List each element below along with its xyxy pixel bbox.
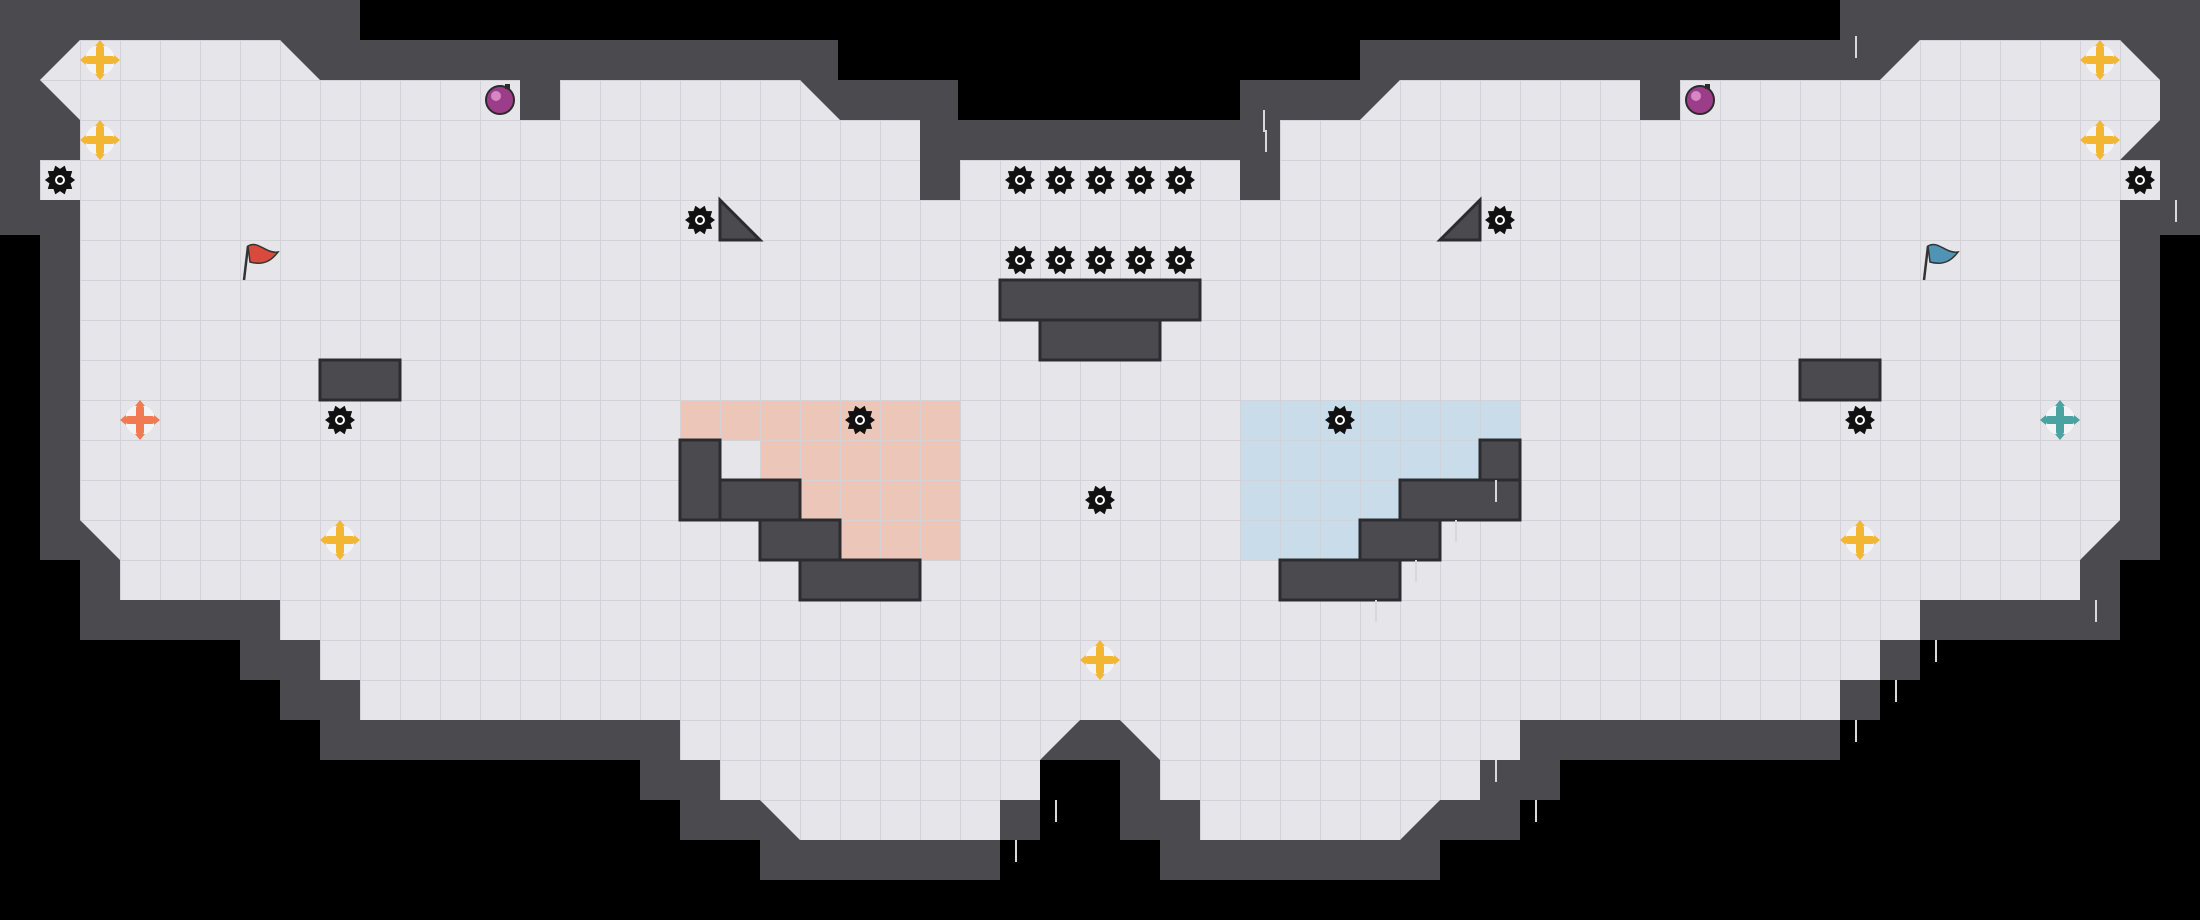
spike-icon xyxy=(1045,245,1075,275)
spike-icon xyxy=(1325,405,1355,435)
boost-icon xyxy=(2080,40,2120,80)
red-flag-icon xyxy=(242,243,280,281)
spike-icon xyxy=(1125,165,1155,195)
spike-icon xyxy=(845,405,875,435)
bomb-icon xyxy=(485,84,515,115)
boost-icon xyxy=(1080,640,1120,680)
boost-icon xyxy=(80,40,120,80)
wall-block xyxy=(998,278,1202,322)
ramp-left xyxy=(718,196,764,242)
blue-flag-icon xyxy=(1922,243,1960,281)
spike-icon xyxy=(1485,205,1515,235)
red-team-zone xyxy=(680,400,960,560)
spike-icon xyxy=(1085,165,1115,195)
spike-icon xyxy=(1125,245,1155,275)
wall-block xyxy=(1398,478,1522,522)
spike-icon xyxy=(1005,245,1035,275)
spike-icon xyxy=(1005,165,1035,195)
wall-block xyxy=(678,438,722,522)
boost-icon xyxy=(1840,520,1880,560)
floor xyxy=(40,40,2160,840)
wall-block xyxy=(318,358,402,402)
spike-icon xyxy=(1085,245,1115,275)
wall-block xyxy=(1038,318,1162,362)
spike-icon xyxy=(1085,485,1115,515)
spike-icon xyxy=(1165,165,1195,195)
wall-block xyxy=(758,518,842,562)
boost-icon xyxy=(2080,120,2120,160)
blue-team-zone xyxy=(1240,400,1520,560)
bomb-icon xyxy=(1685,84,1715,115)
wall-block xyxy=(1358,518,1442,562)
boost-icon xyxy=(80,120,120,160)
spike-icon xyxy=(45,165,75,195)
spike-icon xyxy=(2125,165,2155,195)
wall-block xyxy=(798,558,922,602)
wall-block xyxy=(1798,358,1882,402)
spike-icon xyxy=(325,405,355,435)
wall-block xyxy=(1278,558,1402,602)
spike-icon xyxy=(1165,245,1195,275)
spike-icon xyxy=(685,205,715,235)
inner-walls xyxy=(318,196,1882,602)
boost-icon xyxy=(320,520,360,560)
entities xyxy=(45,36,2177,862)
ramp-right xyxy=(1436,196,1482,242)
spike-icon xyxy=(1845,405,1875,435)
spike-icon xyxy=(1045,165,1075,195)
boost-icon xyxy=(2040,400,2080,440)
wall-block xyxy=(718,478,802,522)
boost-icon xyxy=(120,400,160,440)
